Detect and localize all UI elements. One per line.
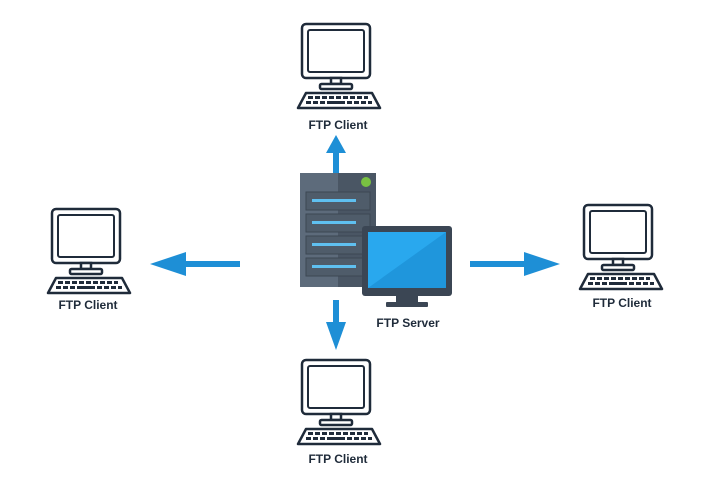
arrow-right xyxy=(470,252,560,276)
computer-icon xyxy=(296,22,382,110)
computer-icon xyxy=(578,203,664,291)
arrow-left xyxy=(150,252,240,276)
arrow-down xyxy=(326,300,346,350)
server-label: FTP Server xyxy=(376,316,440,330)
server-icon xyxy=(300,173,452,307)
client-label-left: FTP Client xyxy=(58,298,118,312)
client-label-bottom: FTP Client xyxy=(308,452,368,466)
client-label-right: FTP Client xyxy=(592,296,652,310)
arrow-up xyxy=(326,135,346,174)
computer-icon xyxy=(46,207,132,295)
client-label-top: FTP Client xyxy=(308,118,368,132)
computer-icon xyxy=(296,358,382,446)
